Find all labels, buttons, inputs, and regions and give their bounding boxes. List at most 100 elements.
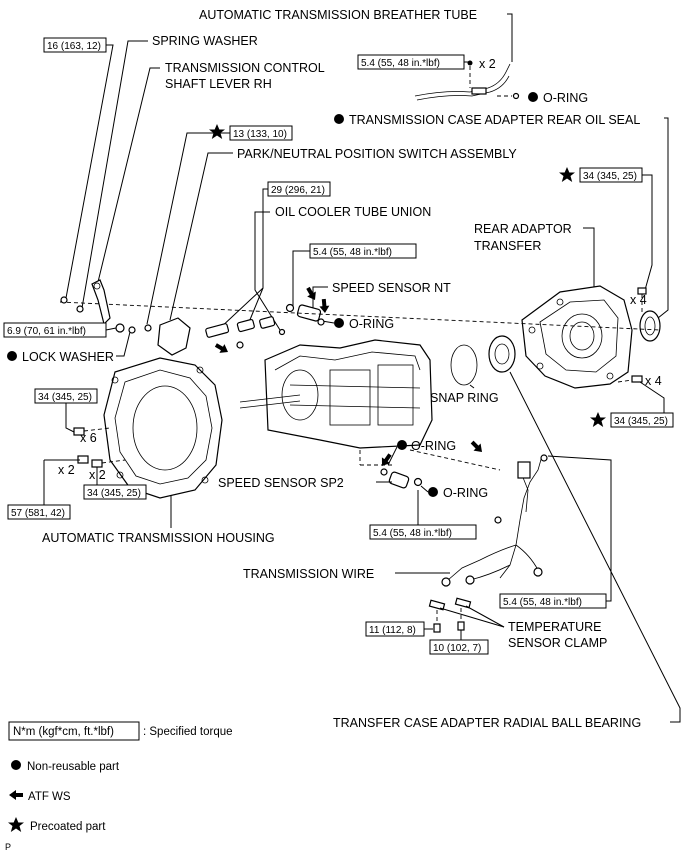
center-axis-line: [59, 301, 661, 331]
label-temp-clamp-1: TEMPERATURE: [508, 620, 602, 634]
torque-10: 10 (102, 7): [433, 643, 481, 654]
leader-wire-torque: [547, 455, 612, 602]
label-transmission-wire: TRANSMISSION WIRE: [243, 567, 374, 581]
label-oring-nt: O-RING: [349, 317, 394, 331]
torque-breather: 5.4 (55, 48 in.*lbf): [361, 58, 440, 69]
non-reusable-dot-breather: [528, 92, 538, 102]
atf-arrow-oil-cooler: [213, 340, 231, 357]
speed-sensor-sp2-part: [380, 468, 423, 489]
speed-sensor-nt-part: [285, 303, 325, 326]
bottom-x2-a: x 2: [58, 463, 75, 477]
legend-atf: ATF WS: [28, 791, 71, 803]
leader-13: [146, 132, 230, 325]
torque-box-sp2: [369, 524, 477, 540]
breather-x2: x 2: [479, 57, 496, 71]
label-oring-sp2-upper: O-RING: [411, 439, 456, 453]
torque-34-left: 34 (345, 25): [38, 392, 92, 403]
torque-16: 16 (163, 12): [47, 41, 101, 52]
leader-speed-sensor-nt: [312, 286, 328, 310]
transmission-body-part: [239, 339, 433, 449]
label-transmission-housing: AUTOMATIC TRANSMISSION HOUSING: [42, 531, 275, 545]
leader-rear-adaptor: [583, 227, 595, 300]
torque-nt: 5.4 (55, 48 in.*lbf): [313, 247, 392, 258]
atf-arrow-wire: [468, 438, 486, 456]
park-neutral-switch-part: [115, 317, 191, 356]
label-temp-clamp-2: SENSOR CLAMP: [508, 636, 607, 650]
leader-radial-bearing: [509, 371, 681, 723]
non-reusable-dot-seal: [334, 114, 344, 124]
legend-atf-icon: [9, 790, 23, 800]
torque-69: 6.9 (70, 61 in.*lbf): [7, 326, 86, 337]
leader-rear-oil-seal: [657, 117, 669, 319]
label-control-lever-2: SHAFT LEVER RH: [165, 77, 272, 91]
label-speed-sensor-nt: SPEED SENSOR NT: [332, 281, 451, 295]
torque-57: 57 (581, 42): [11, 508, 65, 519]
label-control-lever-1: TRANSMISSION CONTROL: [165, 61, 325, 75]
leader-16: [65, 44, 114, 299]
oil-cooler-union-parts: [205, 316, 286, 349]
legend-precoated-icon: [8, 817, 24, 832]
atf-arrow-nt-1: [303, 285, 320, 303]
label-speed-sensor-sp2: SPEED SENSOR SP2: [218, 476, 344, 490]
torque-13: 13 (133, 10): [233, 129, 287, 140]
leader-park-neutral: [169, 152, 233, 321]
non-reusable-dot-nt: [334, 318, 344, 328]
legend-torque-box: [8, 721, 140, 741]
torque-sp2: 5.4 (55, 48 in.*lbf): [373, 528, 452, 539]
leader-spring-washer: [81, 40, 148, 309]
transmission-housing-part: [103, 357, 223, 499]
leader-control-lever: [97, 67, 160, 283]
rear-adaptor-part: [521, 285, 661, 389]
snap-ring-part: [450, 344, 478, 386]
legend-non-reusable: Non-reusable part: [27, 761, 120, 773]
non-reusable-dot-sp2-upper: [397, 440, 407, 450]
leader-oil-cooler: [254, 211, 281, 331]
radial-bearing-part: [488, 335, 516, 373]
label-breather-tube: AUTOMATIC TRANSMISSION BREATHER TUBE: [199, 8, 477, 22]
leader-29-a: [217, 188, 268, 331]
torque-wire: 5.4 (55, 48 in.*lbf): [503, 597, 582, 608]
legend-precoated: Precoated part: [30, 821, 106, 833]
label-spring-washer: SPRING WASHER: [152, 34, 258, 48]
leader-34-rear-top: [642, 174, 653, 291]
leader-temp-clamp-a: [439, 607, 505, 628]
legend-non-reusable-icon: [11, 760, 21, 770]
transmission-wire-part: [428, 454, 548, 633]
leader-69: [105, 327, 117, 331]
left-x6: x 6: [80, 431, 97, 445]
control-lever-part: [60, 279, 111, 326]
torque-box-34-bottom: [83, 484, 147, 500]
torque-box-10: [429, 639, 489, 655]
leader-oring-sp2: [387, 446, 398, 466]
torque-34-bottom: 34 (345, 25): [87, 488, 141, 499]
label-oring-sp2-lower: O-RING: [443, 486, 488, 500]
label-snap-ring: SNAP RING: [430, 391, 499, 405]
legend-torque-desc: : Specified torque: [143, 726, 233, 738]
legend-torque-text: N*m (kgf*cm, ft.*lbf): [13, 726, 114, 738]
bolt-left-x6: [73, 427, 111, 436]
label-oring-breather: O-RING: [543, 91, 588, 105]
torque-11: 11 (112, 8): [369, 625, 416, 636]
torque-29: 29 (296, 21): [271, 185, 325, 196]
leader-34-left: [65, 403, 75, 433]
atf-arrow-sp2: [377, 451, 395, 469]
precoated-star-rear-bottom: [590, 412, 606, 427]
rear-top-x4: x 4: [630, 293, 647, 307]
wire-dash: [409, 449, 501, 471]
label-park-neutral: PARK/NEUTRAL POSITION SWITCH ASSEMBLY: [237, 147, 517, 161]
leader-nt-torque: [292, 250, 310, 306]
non-reusable-dot-sp2-lower: [428, 487, 438, 497]
label-rear-adaptor-2: TRANSFER: [474, 239, 541, 253]
torque-box-34-rear-bottom: [610, 412, 674, 428]
footer-code: P: [5, 842, 11, 852]
label-radial-bearing: TRANSFER CASE ADAPTER RADIAL BALL BEARIN…: [333, 716, 641, 730]
label-rear-adaptor-1: REAR ADAPTOR: [474, 222, 572, 236]
leader-34-rear-bottom: [639, 381, 665, 413]
leader-oring-sp2-lower: [420, 485, 429, 493]
leader-temp-clamp-b: [465, 605, 505, 628]
leader-breather-tube: [507, 13, 513, 62]
leader-snap-ring: [469, 384, 475, 389]
leader-lock-washer: [116, 331, 131, 357]
